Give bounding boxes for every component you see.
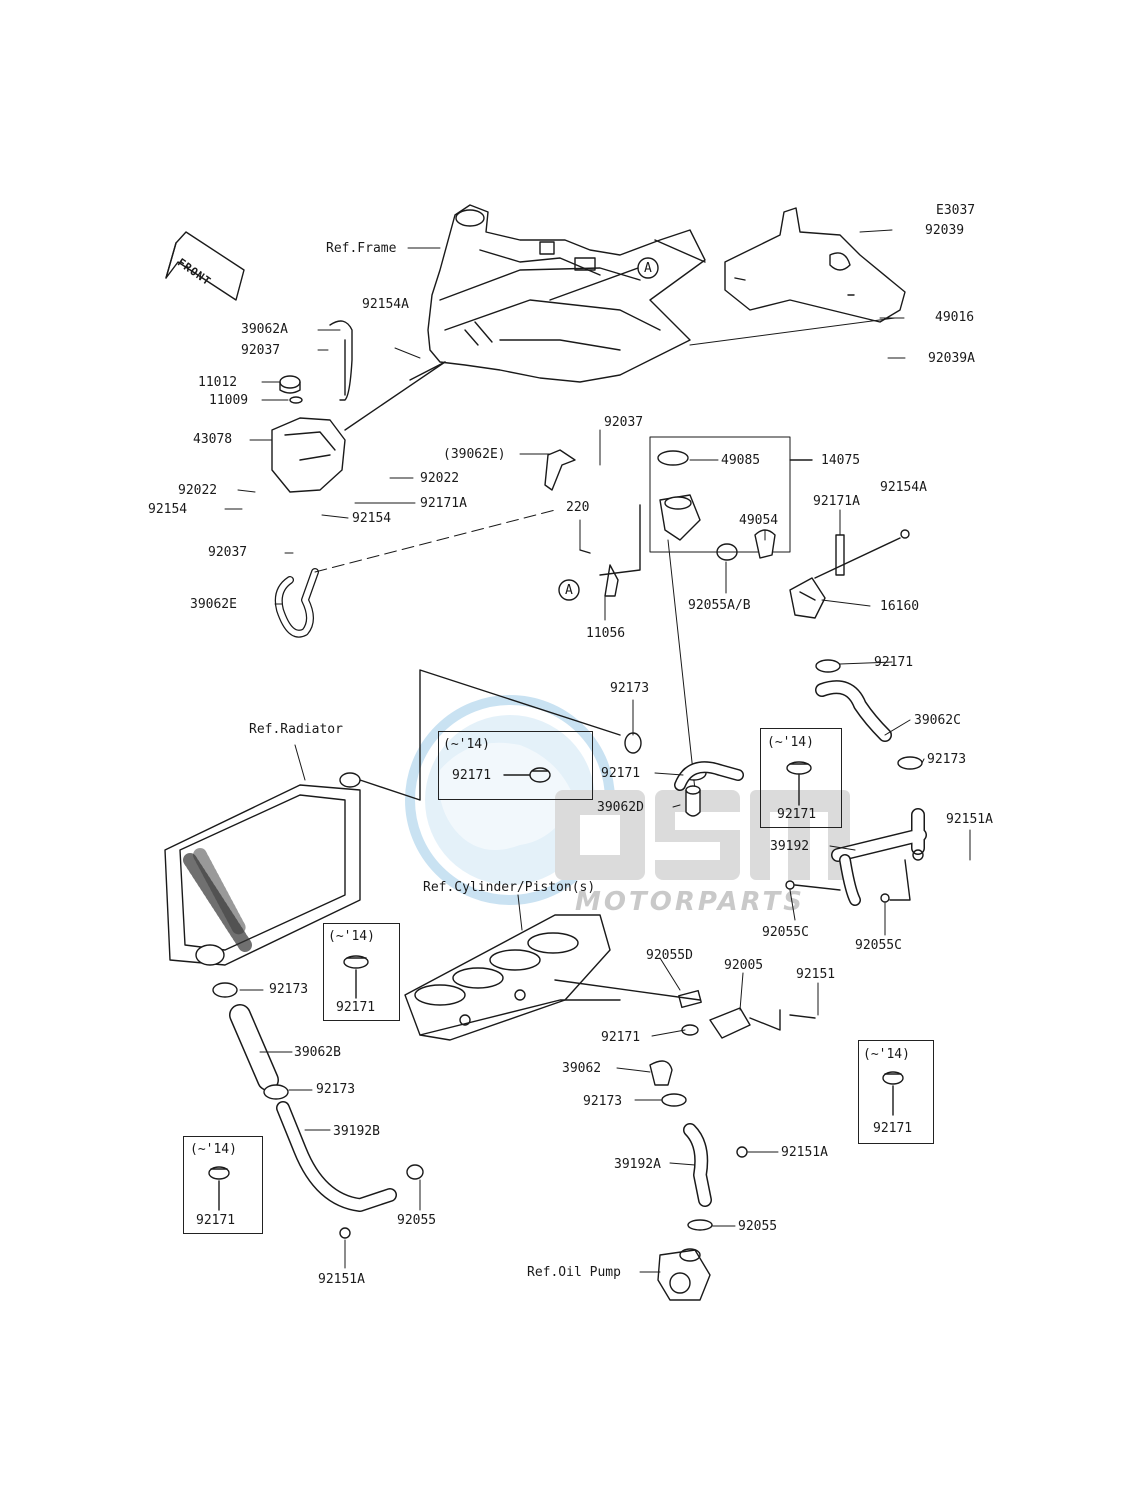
part-label[interactable]: 49085 bbox=[721, 453, 761, 468]
part-label[interactable]: 92022 bbox=[178, 483, 218, 498]
year-note-right: (~'14) bbox=[767, 735, 814, 750]
part-label[interactable]: 92154A bbox=[362, 297, 409, 312]
box-clamp-icons bbox=[208, 761, 904, 1211]
part-label[interactable]: 92154 bbox=[352, 511, 392, 526]
part-label[interactable]: 92154A bbox=[880, 480, 927, 495]
leader-lines bbox=[224, 229, 971, 1273]
part-label[interactable]: 92171 bbox=[874, 655, 914, 670]
bracket-11056 bbox=[579, 504, 641, 597]
part-label[interactable]: 92171 bbox=[601, 766, 641, 781]
boxed-part-label[interactable]: 92171 bbox=[777, 807, 817, 822]
part-label[interactable]: 39192A bbox=[614, 1157, 661, 1172]
part-label[interactable]: 92171 bbox=[601, 1030, 641, 1045]
boxed-part-label[interactable]: 92171 bbox=[452, 768, 492, 783]
hose-39062C bbox=[815, 659, 892, 742]
part-label[interactable]: 92037 bbox=[241, 343, 281, 358]
part-label[interactable]: 92055C bbox=[855, 938, 902, 953]
part-label[interactable]: 39062A bbox=[241, 322, 288, 337]
part-label[interactable]: 14075 bbox=[821, 453, 861, 468]
year-note-left-mid: (~'14) bbox=[328, 929, 375, 944]
part-label[interactable]: 49054 bbox=[739, 513, 779, 528]
part-label[interactable]: 92022 bbox=[420, 471, 460, 486]
diagram-code: E3037 bbox=[936, 203, 976, 218]
year-note-box-left-low bbox=[183, 1136, 263, 1234]
boxed-part-label[interactable]: 92171 bbox=[196, 1213, 236, 1228]
part-label[interactable]: 92039A bbox=[928, 351, 975, 366]
part-label[interactable]: 92005 bbox=[724, 958, 764, 973]
part-label[interactable]: 11012 bbox=[198, 375, 238, 390]
part-label[interactable]: 92055A/B bbox=[688, 598, 751, 613]
cylinder-block-drawing bbox=[404, 914, 701, 1041]
year-note-box-center bbox=[438, 731, 593, 800]
part-label[interactable]: 43078 bbox=[193, 432, 233, 447]
year-note-right-low: (~'14) bbox=[863, 1047, 910, 1062]
part-label[interactable]: 92055 bbox=[738, 1219, 778, 1234]
part-label[interactable]: 220 bbox=[566, 500, 590, 515]
part-label[interactable]: 11009 bbox=[209, 393, 249, 408]
part-label[interactable]: 39062D bbox=[597, 800, 644, 815]
circle-marker-a: A bbox=[565, 583, 573, 598]
part-label[interactable]: 92055D bbox=[646, 948, 693, 963]
part-label[interactable]: 92037 bbox=[604, 415, 644, 430]
oil-pump-drawing bbox=[657, 1248, 711, 1301]
part-label[interactable]: 92037 bbox=[208, 545, 248, 560]
front-arrow-icon bbox=[165, 231, 245, 301]
ref-oil-pump-label: Ref.Oil Pump bbox=[527, 1265, 621, 1280]
part-label[interactable]: 92171A bbox=[813, 494, 860, 509]
reservoir-tank-43078 bbox=[271, 320, 446, 493]
part-label[interactable]: 39062E bbox=[190, 597, 237, 612]
pipe-39192 bbox=[785, 756, 927, 906]
part-label[interactable]: 92171A bbox=[420, 496, 467, 511]
part-label[interactable]: 92151A bbox=[946, 812, 993, 827]
circle-marker-a: A bbox=[644, 261, 652, 276]
part-label[interactable]: 92173 bbox=[610, 681, 650, 696]
circle-markers bbox=[549, 257, 659, 601]
part-label[interactable]: 39192 bbox=[770, 839, 810, 854]
part-label[interactable]: (39062E) bbox=[443, 447, 506, 462]
part-label[interactable]: 92039 bbox=[925, 223, 965, 238]
year-note-box-left-mid bbox=[323, 923, 400, 1021]
part-label[interactable]: 92055C bbox=[762, 925, 809, 940]
part-label[interactable]: 92154 bbox=[148, 502, 188, 517]
part-label[interactable]: 92173 bbox=[269, 982, 309, 997]
part-label[interactable]: 39062 bbox=[562, 1061, 602, 1076]
ref-radiator-label: Ref.Radiator bbox=[249, 722, 343, 737]
part-label[interactable]: 39062B bbox=[294, 1045, 341, 1060]
year-note-box-right bbox=[760, 728, 842, 828]
part-label[interactable]: 92151A bbox=[318, 1272, 365, 1287]
hose-39062B-39192B bbox=[212, 982, 424, 1239]
part-label[interactable]: 92151 bbox=[796, 967, 836, 982]
part-label[interactable]: 49016 bbox=[935, 310, 975, 325]
part-label[interactable]: 39192B bbox=[333, 1124, 380, 1139]
part-label[interactable]: 11056 bbox=[586, 626, 626, 641]
part-label[interactable]: 92055 bbox=[397, 1213, 437, 1228]
parts-92005-92055D bbox=[678, 989, 816, 1039]
ref-cylinder-label: Ref.Cylinder/Piston(s) bbox=[423, 880, 596, 895]
hose-39062-39192A bbox=[649, 1060, 748, 1231]
hose-39062E bbox=[274, 449, 576, 638]
part-label[interactable]: 92151A bbox=[781, 1145, 828, 1160]
thermostat-housing bbox=[649, 436, 813, 791]
boxed-part-label[interactable]: 92171 bbox=[336, 1000, 376, 1015]
boxed-part-label[interactable]: 92171 bbox=[873, 1121, 913, 1136]
part-label[interactable]: 39062C bbox=[914, 713, 961, 728]
year-note-box-right-low bbox=[858, 1040, 934, 1144]
part-label[interactable]: 92173 bbox=[583, 1094, 623, 1109]
fender-plate-49016 bbox=[689, 207, 906, 346]
part-label[interactable]: 16160 bbox=[880, 599, 920, 614]
part-label[interactable]: 92173 bbox=[316, 1082, 356, 1097]
year-note-left-low: (~'14) bbox=[190, 1142, 237, 1157]
hose-39062D bbox=[624, 732, 744, 817]
part-label[interactable]: 92173 bbox=[927, 752, 967, 767]
radiator-drawing bbox=[164, 669, 621, 966]
watermark-subtitle: MOTORPARTS bbox=[575, 887, 805, 917]
year-note-center: (~'14) bbox=[443, 737, 490, 752]
ref-frame-label: Ref.Frame bbox=[326, 241, 397, 256]
